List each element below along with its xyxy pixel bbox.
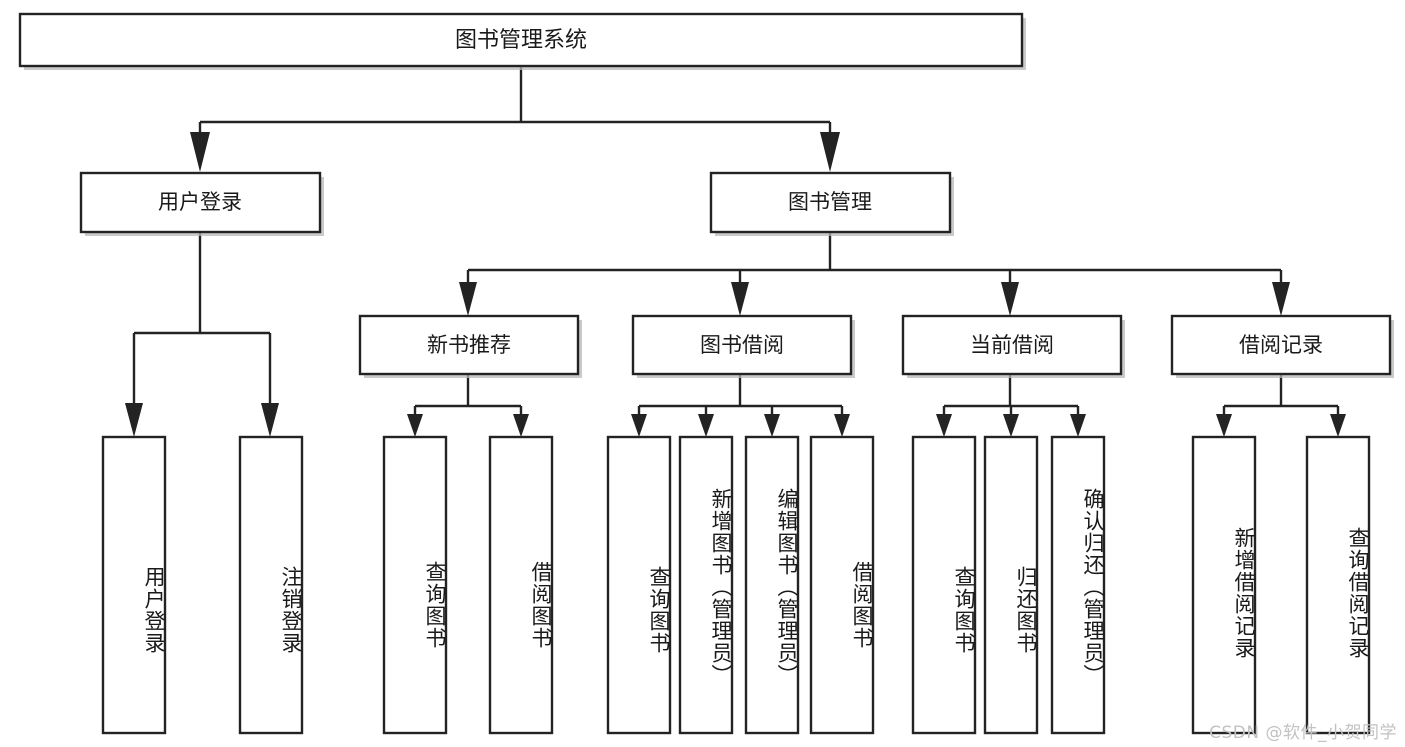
arrowhead-leaf-query-book-2 [631, 414, 647, 437]
node-book-borrow-label: 图书借阅 [700, 333, 784, 357]
arrowhead-leaf-borrow-book-2 [834, 414, 850, 437]
arrowhead-leaf-return-book [1003, 414, 1019, 437]
node-new-book-rec[interactable]: 新书推荐 [358, 314, 582, 378]
node-root-label: 图书管理系统 [455, 28, 587, 53]
leaf-box-query-book-3[interactable] [911, 435, 977, 735]
csdn-watermark: CSDN @软件_小贺同学 [1209, 723, 1397, 743]
node-book-manage[interactable]: 图书管理 [709, 171, 954, 236]
node-current-borrow-label: 当前借阅 [970, 333, 1054, 357]
arrowhead-leaf-user-login [125, 403, 143, 437]
leaf-box-return-book[interactable] [983, 435, 1039, 735]
arrowhead-leaf-add-book [698, 414, 714, 437]
leaf-box-query-book-1[interactable] [382, 435, 448, 735]
leaf-box-borrow-book-2[interactable] [809, 435, 875, 735]
node-new-book-rec-label: 新书推荐 [427, 333, 511, 357]
arrowhead-new-book-rec [459, 282, 477, 316]
arrowhead-leaf-user-logout [261, 403, 279, 437]
arrowhead-book-borrow [731, 282, 749, 316]
leaf-box-layer [101, 435, 1371, 735]
arrowhead-leaf-confirm-return [1070, 414, 1086, 437]
leaf-box-add-book[interactable] [678, 435, 734, 735]
arrowhead-leaf-query-book-1 [407, 414, 423, 437]
leaf-box-edit-book[interactable] [744, 435, 800, 735]
leaf-box-user-logout[interactable] [238, 435, 304, 735]
connector-layer [125, 66, 1346, 437]
node-borrow-record-label: 借阅记录 [1239, 333, 1323, 357]
arrowhead-current-borrow [1001, 282, 1019, 316]
leaf-box-confirm-return[interactable] [1050, 435, 1106, 735]
leaf-box-query-record[interactable] [1305, 435, 1371, 735]
arrowhead-leaf-add-record [1216, 414, 1232, 437]
node-borrow-record[interactable]: 借阅记录 [1170, 314, 1394, 378]
arrowhead-leaf-query-record [1330, 414, 1346, 437]
leaf-box-query-book-2[interactable] [606, 435, 672, 735]
leaf-box-user-login[interactable] [101, 435, 167, 735]
arrowhead-borrow-record [1272, 282, 1290, 316]
arrowhead-leaf-query-book-3 [936, 414, 952, 437]
node-book-manage-label: 图书管理 [788, 190, 872, 214]
node-user-login[interactable]: 用户登录 [79, 171, 324, 236]
node-current-borrow[interactable]: 当前借阅 [901, 314, 1125, 378]
leaf-box-borrow-book-1[interactable] [488, 435, 554, 735]
arrowhead-leaf-borrow-book-1 [513, 414, 529, 437]
node-root[interactable]: 图书管理系统 [18, 12, 1026, 70]
leaf-box-add-record[interactable] [1191, 435, 1257, 735]
arrowhead-book-manage [820, 132, 840, 172]
node-book-borrow[interactable]: 图书借阅 [631, 314, 855, 378]
node-user-login-label: 用户登录 [158, 190, 242, 214]
arrowhead-leaf-edit-book [764, 414, 780, 437]
arrowhead-user-login [190, 132, 210, 172]
